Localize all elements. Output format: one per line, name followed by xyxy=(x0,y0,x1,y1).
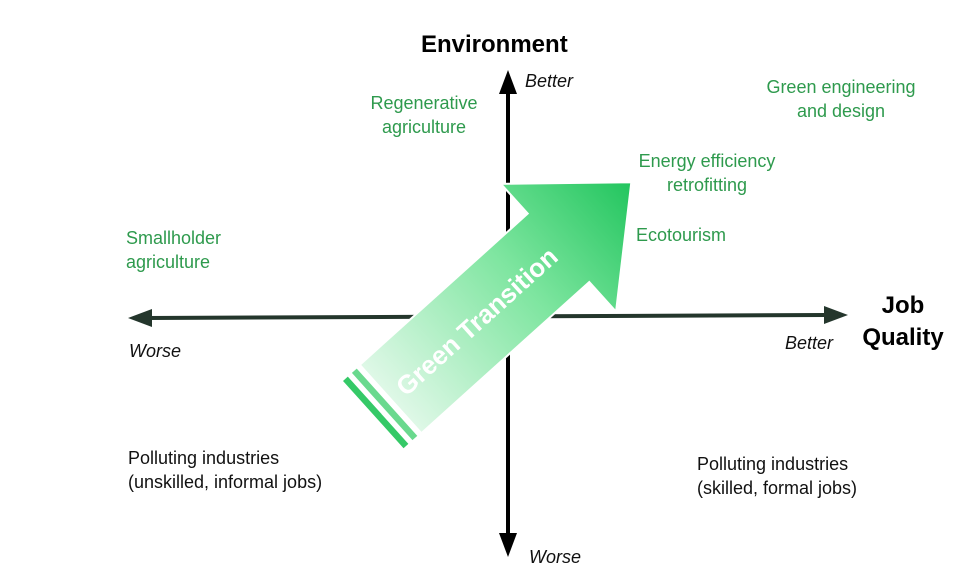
polluting-unskilled-label: Polluting industries (unskilled, informa… xyxy=(128,446,322,494)
poll-unskilled-line2: (unskilled, informal jobs) xyxy=(128,472,323,492)
smallholder-line1: Smallholder xyxy=(126,228,222,248)
green-eng-line1: Green engineering xyxy=(766,77,916,97)
smallholder-line2: agriculture xyxy=(126,252,211,272)
horizontal-axis-title-line2: Quality xyxy=(862,324,944,351)
vertical-axis-title: Environment xyxy=(421,31,568,58)
up-arrowhead-icon xyxy=(499,70,517,94)
regen-line2: agriculture xyxy=(381,117,467,137)
poll-skilled-line2: (skilled, formal jobs) xyxy=(697,478,858,498)
smallholder-agriculture-label: Smallholder agriculture xyxy=(126,226,221,274)
green-engineering-label: Green engineering and design xyxy=(748,75,934,123)
regenerative-agriculture-label: Regenerative agriculture xyxy=(354,91,494,139)
horizontal-right-label: Better xyxy=(785,333,834,353)
down-arrowhead-icon xyxy=(499,533,517,557)
left-arrowhead-icon xyxy=(128,309,152,327)
horizontal-left-label: Worse xyxy=(129,341,182,361)
energy-line2: retrofitting xyxy=(666,175,748,195)
horizontal-axis-title: Job Quality xyxy=(855,290,951,354)
polluting-skilled-label: Polluting industries (skilled, formal jo… xyxy=(697,452,857,500)
poll-skilled-line1: Polluting industries xyxy=(697,454,849,474)
energy-line1: Energy efficiency xyxy=(638,151,776,171)
energy-efficiency-label: Energy efficiency retrofitting xyxy=(624,149,790,197)
vertical-bottom-label: Worse xyxy=(529,547,582,567)
horizontal-axis-title-line1: Job xyxy=(881,292,925,319)
green-eng-line2: and design xyxy=(796,101,886,121)
regen-line1: Regenerative xyxy=(370,93,478,113)
ecotourism-label: Ecotourism xyxy=(636,225,727,245)
vertical-top-label: Better xyxy=(525,71,574,91)
right-arrowhead-icon xyxy=(824,306,848,324)
poll-unskilled-line1: Polluting industries xyxy=(128,448,280,468)
